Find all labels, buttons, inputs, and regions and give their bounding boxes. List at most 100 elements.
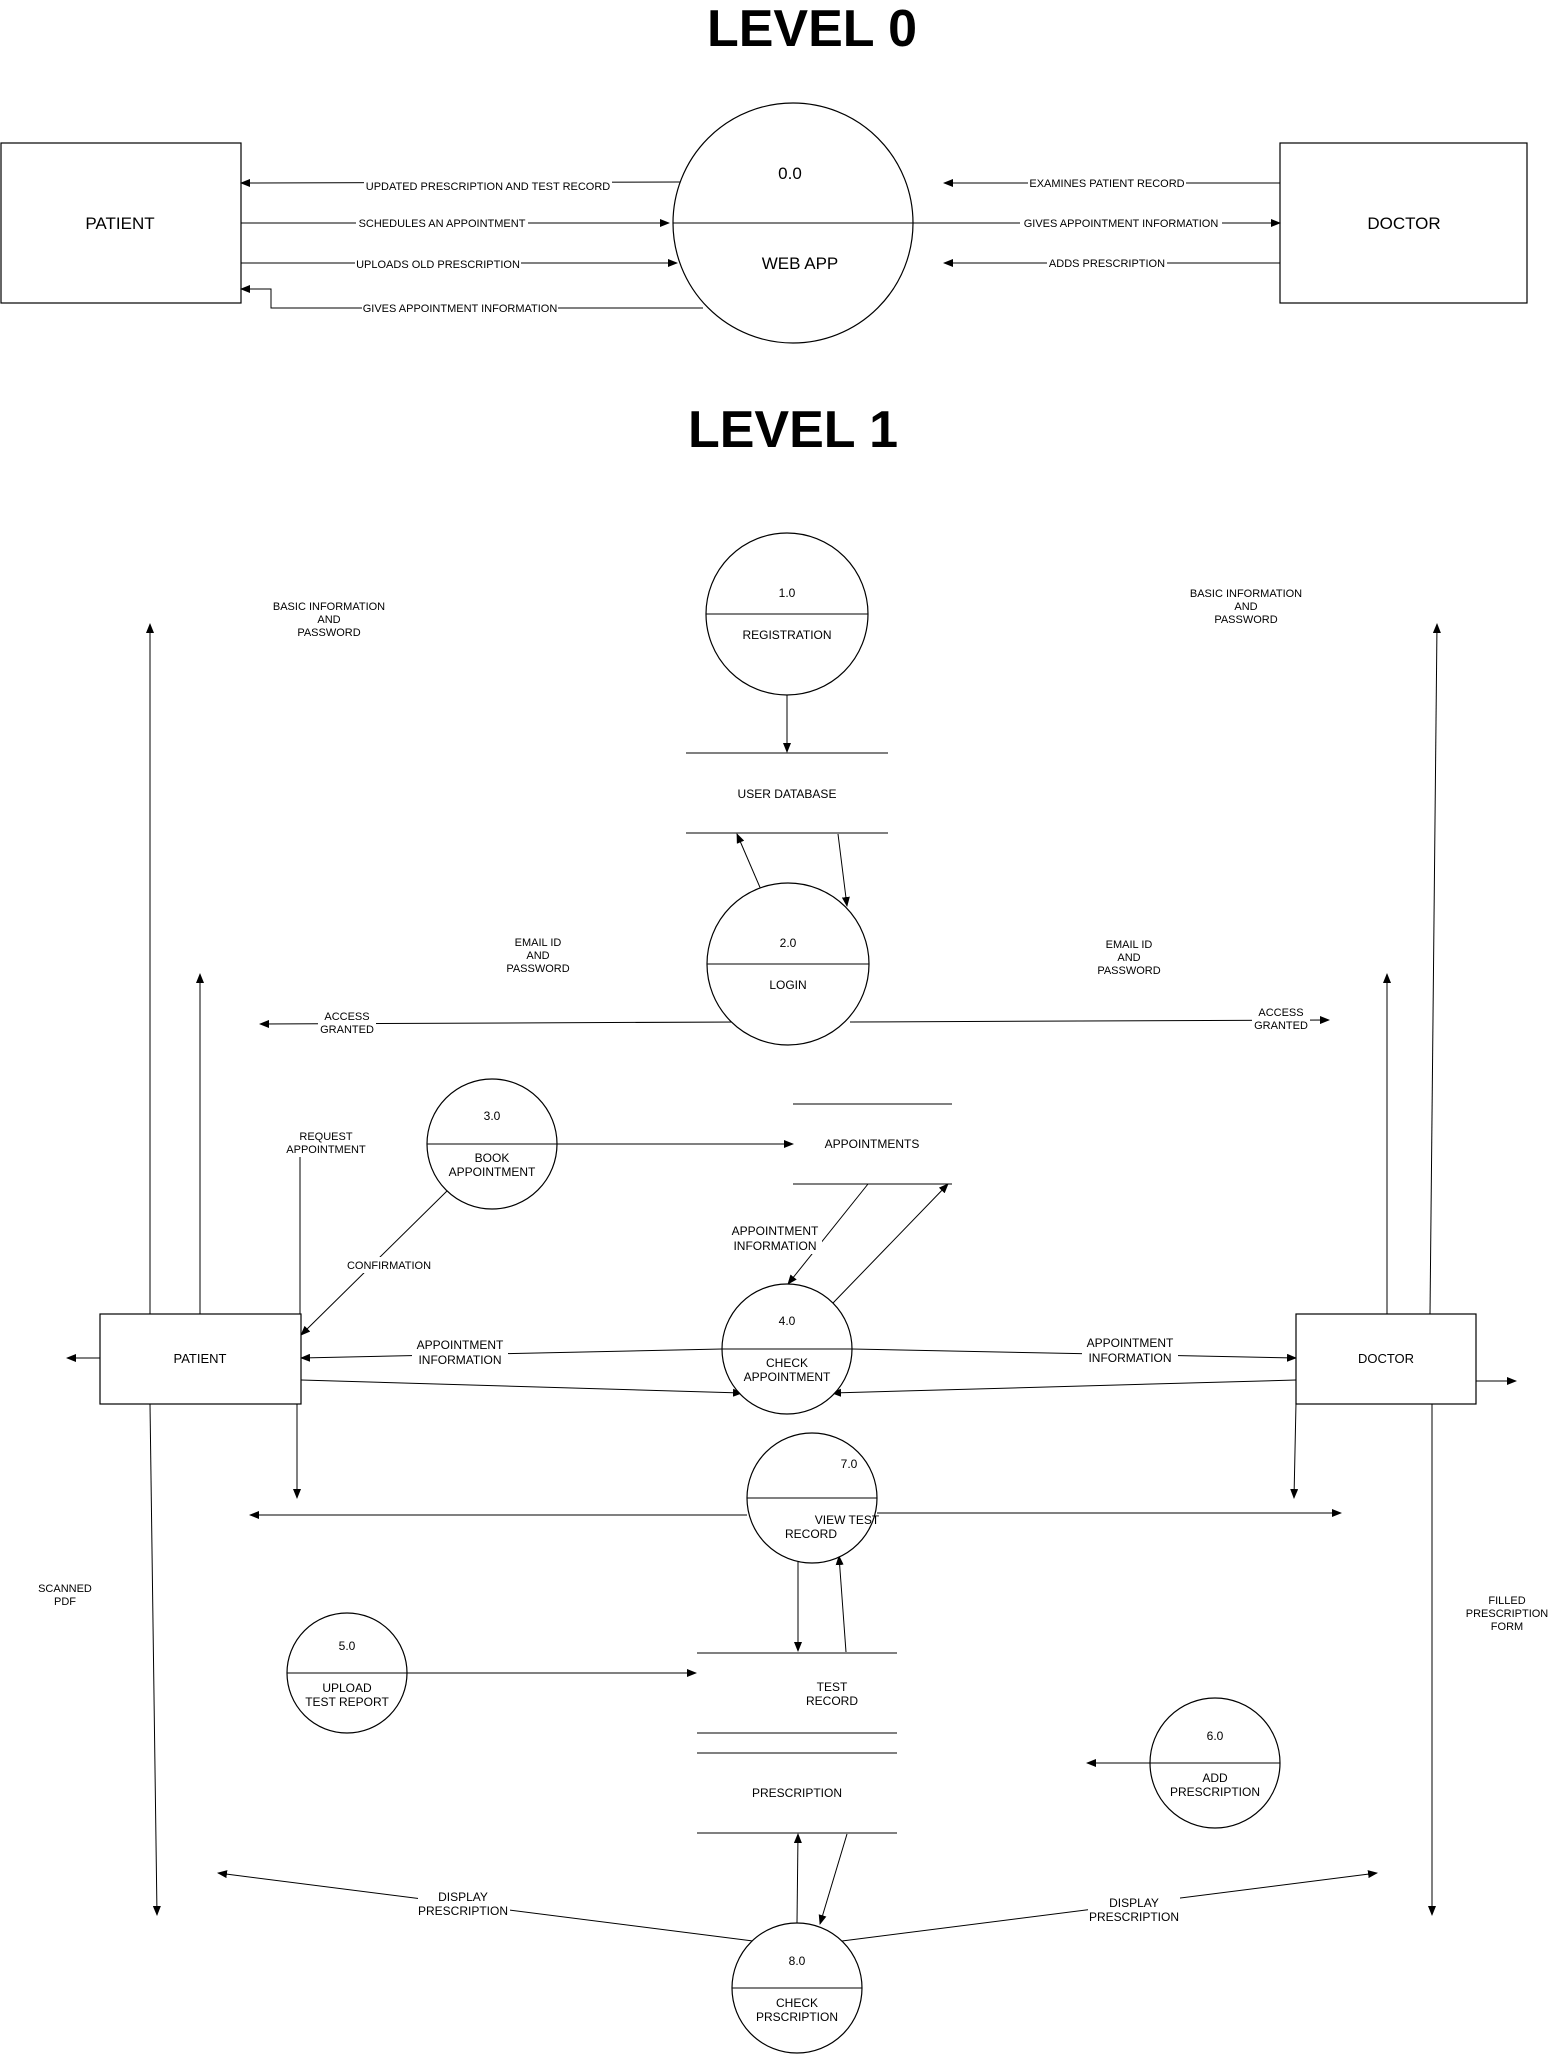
svg-text:APPOINTMENT: APPOINTMENT — [1087, 1336, 1174, 1350]
flow-patient-check-prescription — [149, 1403, 161, 1916]
process-view-test-line2: RECORD — [785, 1527, 837, 1541]
flow-check-appointments — [832, 1183, 949, 1304]
svg-text:AND: AND — [1117, 952, 1140, 964]
process-check-appointment-id: 4.0 — [779, 1314, 796, 1328]
svg-text:GRANTED: GRANTED — [1254, 1020, 1308, 1032]
svg-text:GRANTED: GRANTED — [320, 1024, 374, 1036]
label-gives-appointment-doctor: GIVES APPOINTMENT INFORMATION — [1024, 218, 1219, 230]
svg-text:AND: AND — [526, 950, 549, 962]
svg-text:DISPLAY: DISPLAY — [438, 1890, 488, 1904]
process-book-line1: BOOK — [475, 1151, 510, 1165]
store-test-record-line2: RECORD — [806, 1694, 858, 1708]
process-upload-id: 5.0 — [339, 1639, 356, 1653]
flow-doctor-view-test — [1290, 1402, 1299, 1499]
process-check-appointment-line1: CHECK — [766, 1356, 808, 1370]
flow-check-prescription-store — [793, 1833, 802, 1924]
svg-text:CONFIRMATION: CONFIRMATION — [347, 1260, 431, 1272]
svg-text:AND: AND — [317, 614, 340, 626]
svg-text:PRESCRIPTION: PRESCRIPTION — [1089, 1910, 1179, 1924]
svg-text:FILLED: FILLED — [1488, 1595, 1525, 1607]
svg-text:PASSWORD: PASSWORD — [506, 963, 569, 975]
svg-text:APPOINTMENT: APPOINTMENT — [417, 1338, 504, 1352]
svg-text:INFORMATION: INFORMATION — [733, 1239, 816, 1253]
label-access-patient: ACCESS GRANTED — [318, 1009, 376, 1038]
svg-text:ACCESS: ACCESS — [1258, 1007, 1303, 1019]
label-uploads-prescription: UPLOADS OLD PRESCRIPTION — [356, 259, 520, 271]
process-check-prescription-id: 8.0 — [789, 1954, 806, 1968]
process-upload-line1: UPLOAD — [322, 1681, 372, 1695]
flow-appointments-check — [787, 1183, 869, 1285]
process-check-prescription-line2: PRSCRIPTION — [756, 2010, 838, 2024]
svg-text:APPOINTMENT: APPOINTMENT — [286, 1144, 366, 1156]
svg-text:DISPLAY: DISPLAY — [1109, 1896, 1159, 1910]
label-schedules-appointment: SCHEDULES AN APPOINTMENT — [359, 218, 526, 230]
svg-text:PASSWORD: PASSWORD — [1214, 614, 1277, 626]
process-check-appointment-line2: APPOINTMENT — [744, 1370, 831, 1384]
svg-text:SCANNED: SCANNED — [38, 1583, 92, 1595]
label-email-doctor: EMAIL ID AND PASSWORD — [1096, 937, 1162, 979]
level1-patient-label: PATIENT — [174, 1351, 227, 1366]
flow-check-patient — [300, 1348, 723, 1362]
process-upload-test-report: 5.0 UPLOAD TEST REPORT — [286, 1612, 408, 1734]
label-basic-info-doctor: BASIC INFORMATION AND PASSWORD — [1187, 585, 1305, 627]
store-appointments: APPOINTMENTS — [793, 1103, 952, 1185]
svg-text:INFORMATION: INFORMATION — [418, 1353, 501, 1367]
level0-doctor-entity — [1279, 142, 1528, 304]
label-access-doctor: ACCESS GRANTED — [1252, 1005, 1310, 1034]
svg-text:PRESCRIPTION: PRESCRIPTION — [1466, 1608, 1549, 1620]
svg-text:AND: AND — [1234, 601, 1257, 613]
store-user-database: USER DATABASE — [686, 752, 888, 834]
store-test-record-line1: TEST — [817, 1680, 848, 1694]
process-check-prescription-line1: CHECK — [776, 1996, 818, 2010]
level1-doctor-entity — [1295, 1313, 1477, 1405]
label-examines-record: EXAMINES PATIENT RECORD — [1029, 178, 1184, 190]
level1-heading: LEVEL 1 — [688, 401, 898, 459]
process-view-test-record: 7.0 VIEW TEST RECORD — [746, 1432, 880, 1564]
label-confirmation: CONFIRMATION — [345, 1257, 433, 1273]
flow-prescription-store-check — [818, 1833, 848, 1925]
process-login: 2.0 LOGIN — [706, 882, 870, 1046]
label-adds-prescription: ADDS PRESCRIPTION — [1049, 258, 1165, 270]
flow-record-store-view-test — [835, 1555, 847, 1653]
label-filled-prescription: FILLED PRESCRIPTION FORM — [1463, 1592, 1550, 1634]
process-upload-line2: TEST REPORT — [305, 1695, 389, 1709]
process-check-appointment: 4.0 CHECK APPOINTMENT — [721, 1283, 853, 1415]
process-book-appointment: 3.0 BOOK APPOINTMENT — [426, 1078, 558, 1210]
label-basic-info-patient: BASIC INFORMATION AND PASSWORD — [270, 598, 388, 640]
flow-database-login — [837, 833, 850, 907]
level0-process-name: WEB APP — [762, 254, 839, 273]
level0-process-id: 0.0 — [778, 164, 802, 183]
label-appointment-info-doctor: APPOINTMENT INFORMATION — [1082, 1334, 1178, 1366]
level0-heading: LEVEL 0 — [707, 0, 917, 58]
svg-text:EMAIL ID: EMAIL ID — [515, 937, 562, 949]
process-registration-id: 1.0 — [779, 586, 796, 600]
svg-text:PRESCRIPTION: PRESCRIPTION — [418, 1904, 508, 1918]
level0-patient-label: PATIENT — [85, 214, 154, 233]
process-add-prescription-id: 6.0 — [1207, 1729, 1224, 1743]
store-user-database-label: USER DATABASE — [738, 787, 837, 801]
level0-patient-entity — [0, 142, 242, 304]
flow-doctor-check — [831, 1379, 1297, 1397]
process-add-prescription: 6.0 ADD PRESCRIPTION — [1149, 1697, 1281, 1829]
svg-text:BASIC INFORMATION: BASIC INFORMATION — [273, 601, 385, 613]
svg-text:INFORMATION: INFORMATION — [1088, 1351, 1171, 1365]
flow-patient-check — [300, 1379, 743, 1397]
flow-doctor-registration — [1429, 623, 1441, 1315]
label-display-prescription-doctor: DISPLAY PRESCRIPTION — [1088, 1894, 1180, 1926]
process-book-line2: APPOINTMENT — [449, 1165, 536, 1179]
svg-text:PASSWORD: PASSWORD — [1097, 965, 1160, 977]
flow-check-doctor — [851, 1348, 1297, 1362]
svg-text:ACCESS: ACCESS — [324, 1011, 369, 1023]
svg-text:PDF: PDF — [54, 1596, 76, 1608]
process-registration: 1.0 REGISTRATION — [705, 532, 869, 696]
label-updated-prescription: UPDATED PRESCRIPTION AND TEST RECORD — [366, 181, 611, 193]
process-check-prescription: 8.0 CHECK PRSCRIPTION — [731, 1922, 863, 2054]
flow-access-granted-doctor — [849, 1016, 1330, 1025]
level0-doctor-label: DOCTOR — [1367, 214, 1440, 233]
label-scanned-pdf: SCANNED PDF — [35, 1580, 95, 1610]
level1-doctor-label: DOCTOR — [1358, 1351, 1414, 1366]
label-appointment-info-store: APPOINTMENT INFORMATION — [728, 1222, 822, 1254]
process-book-id: 3.0 — [484, 1109, 501, 1123]
store-appointments-label: APPOINTMENTS — [825, 1137, 920, 1151]
